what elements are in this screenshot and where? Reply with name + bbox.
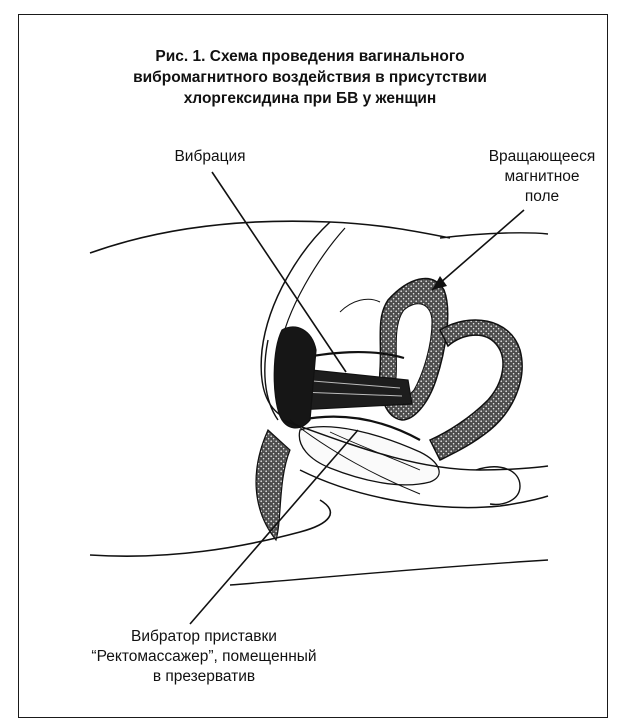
thigh-stippled xyxy=(256,430,290,540)
perineum-dark xyxy=(274,327,316,428)
body-contour-lower xyxy=(90,500,330,556)
body-contour-floor xyxy=(230,560,548,585)
body-contour-upper xyxy=(90,221,450,253)
inner-line-1 xyxy=(340,299,380,312)
field-pointer xyxy=(432,210,524,290)
thigh-end xyxy=(476,467,520,505)
bladder-tissue xyxy=(299,427,439,485)
